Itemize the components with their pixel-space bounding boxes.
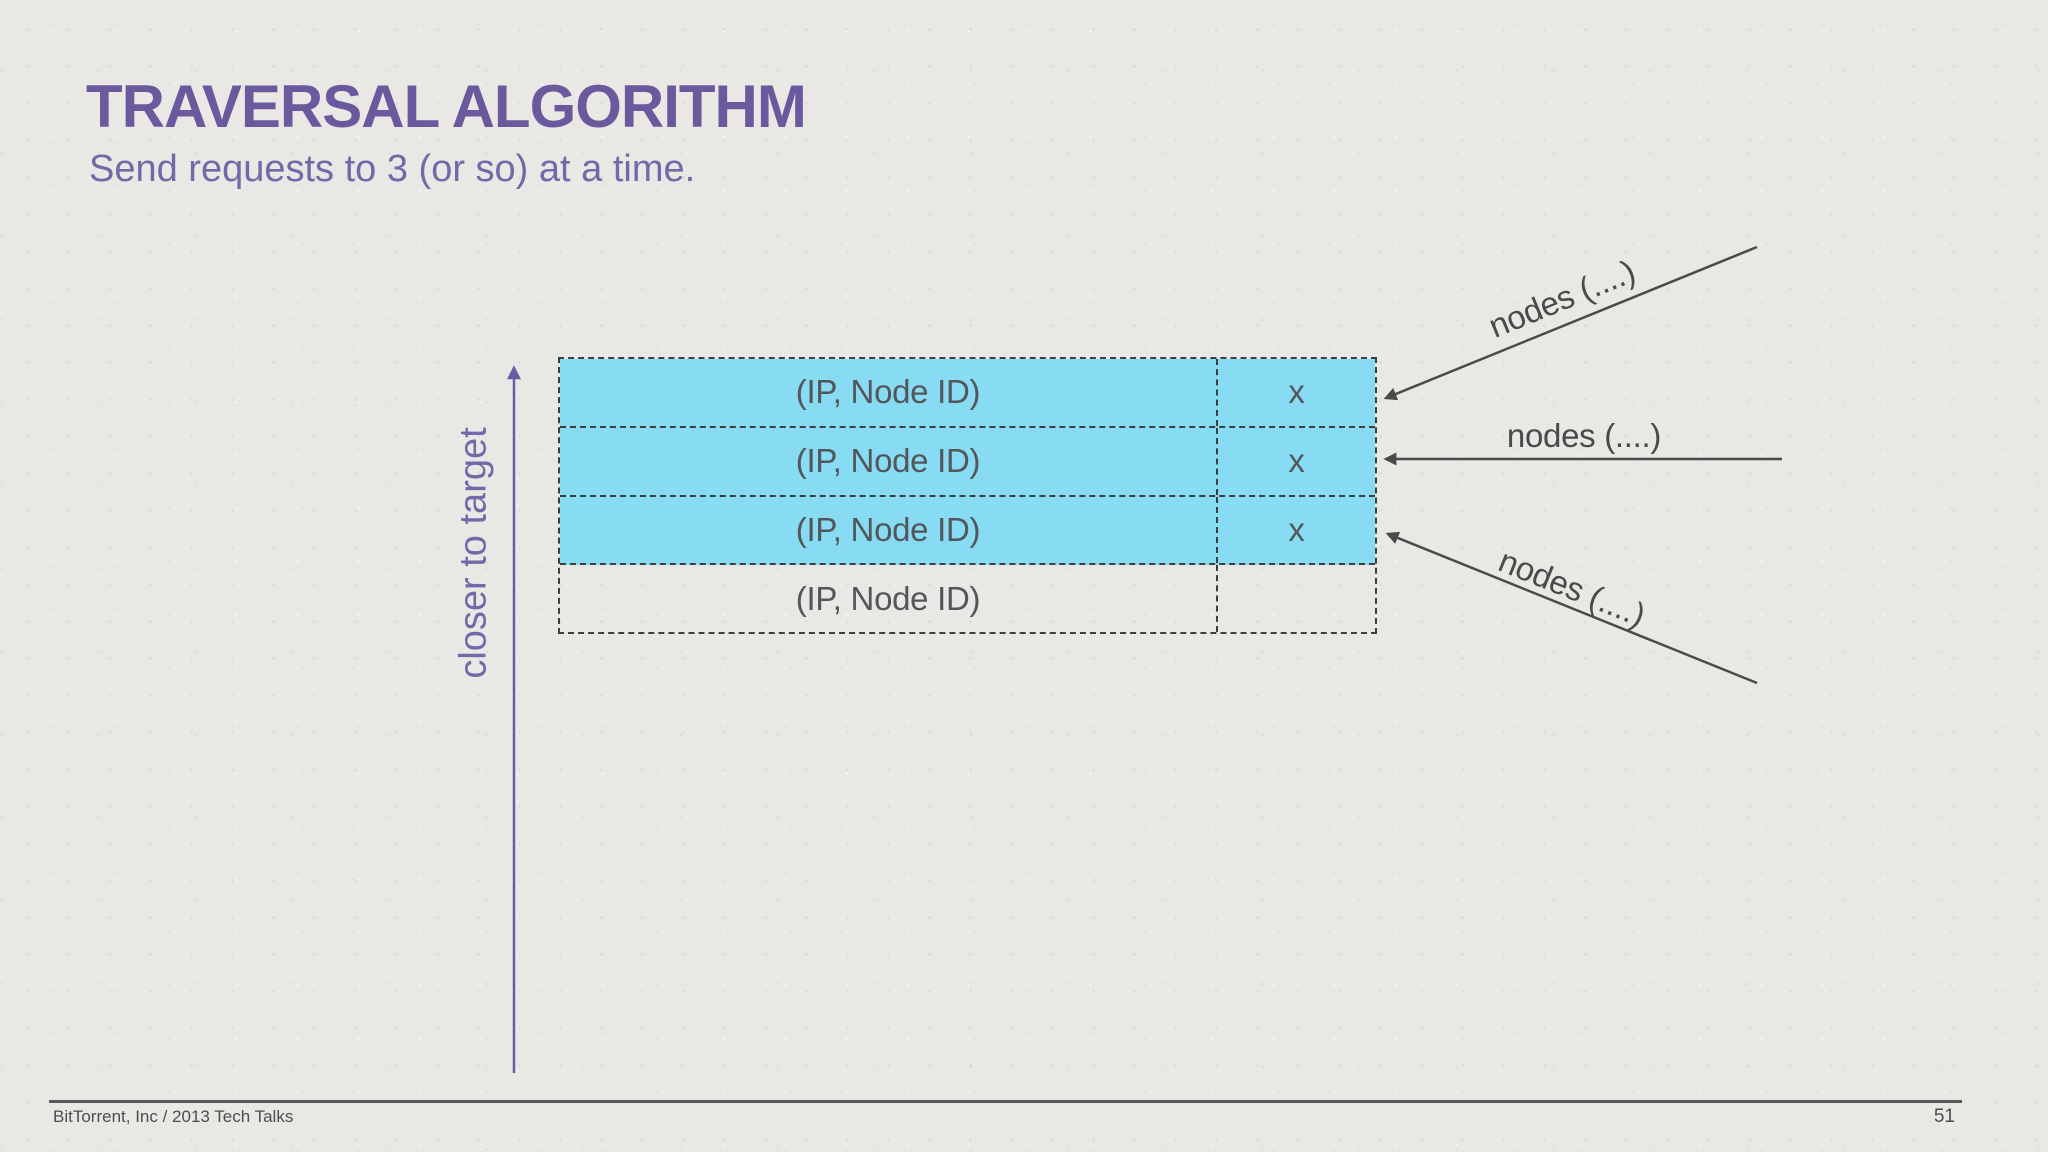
nodes-arrow-label: nodes (....) — [1506, 417, 1662, 454]
table-cell-node: (IP, Node ID) — [560, 359, 1218, 426]
nodes-arrow-1 — [1383, 245, 1758, 401]
table-row: (IP, Node ID) x — [560, 359, 1375, 428]
table-row: (IP, Node ID) x — [560, 496, 1375, 566]
axis-label-closer-to-target: closer to target — [452, 427, 495, 679]
table-cell-queried — [1218, 565, 1375, 632]
routing-table: (IP, Node ID) x (IP, Node ID) x (IP, Nod… — [558, 357, 1377, 634]
page-number: 51 — [1933, 1106, 1955, 1127]
footer-divider — [49, 1100, 1962, 1103]
table-cell-node: (IP, Node ID) — [560, 565, 1218, 632]
nodes-arrow-label: nodes (....) — [1483, 252, 1641, 345]
table-cell-node: (IP, Node ID) — [560, 427, 1218, 495]
footer-credit: BitTorrent, Inc / 2013 Tech Talks — [53, 1107, 294, 1126]
slide-title: TRAVERSAL ALGORITHM — [86, 73, 807, 140]
table-cell-node: (IP, Node ID) — [560, 496, 1218, 564]
nodes-arrow-label: nodes (....) — [1493, 541, 1651, 634]
table-cell-queried: x — [1288, 373, 1305, 411]
table-cell-queried: x — [1288, 442, 1305, 480]
slide-subtitle: Send requests to 3 (or so) at a time. — [89, 148, 696, 190]
table-cell-queried: x — [1288, 510, 1305, 548]
table-row: (IP, Node ID) x — [560, 427, 1375, 497]
table-row: (IP, Node ID) — [560, 565, 1375, 632]
